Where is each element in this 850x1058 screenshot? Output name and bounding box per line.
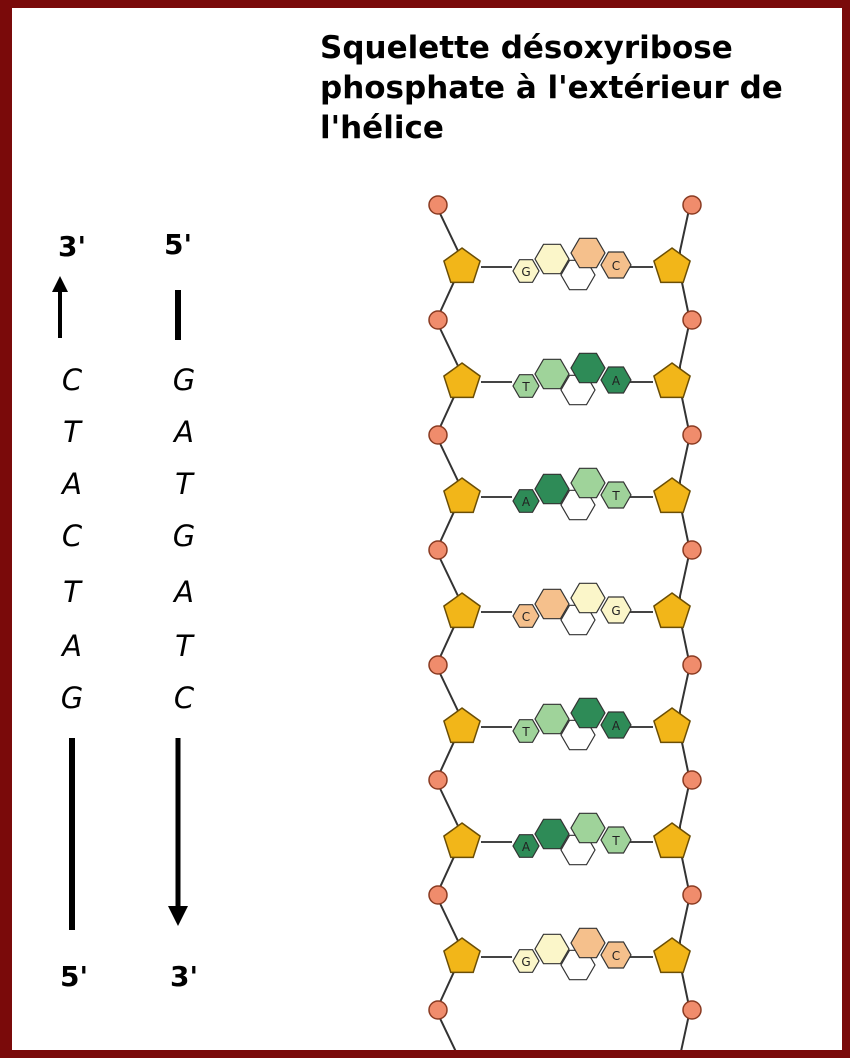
sugar-left bbox=[444, 478, 480, 512]
base-right-letter: C bbox=[612, 259, 620, 273]
sugar-right bbox=[654, 593, 690, 627]
base-right-letter: C bbox=[612, 949, 620, 963]
phosphate-right bbox=[683, 311, 701, 329]
phosphate-left bbox=[429, 196, 447, 214]
base-right-letter: G bbox=[611, 604, 620, 618]
base-left-letter: T bbox=[521, 725, 530, 739]
sugar-right bbox=[654, 823, 690, 857]
base-left-letter: T bbox=[521, 380, 530, 394]
phosphate-left bbox=[429, 656, 447, 674]
sugar-right bbox=[654, 478, 690, 512]
phosphate-right bbox=[683, 196, 701, 214]
phosphate-left bbox=[429, 311, 447, 329]
phosphate-right bbox=[683, 771, 701, 789]
base-left-letter: C bbox=[522, 610, 530, 624]
phosphate-right bbox=[683, 1001, 701, 1019]
sugar-right bbox=[654, 363, 690, 397]
sugar-left bbox=[444, 248, 480, 282]
phosphate-left bbox=[429, 771, 447, 789]
sugar-left bbox=[444, 363, 480, 397]
base-left-letter: A bbox=[522, 840, 531, 854]
base-left-letter: G bbox=[521, 265, 530, 279]
base-right-letter: T bbox=[611, 834, 620, 848]
phosphate-left bbox=[429, 886, 447, 904]
base-right-letter: A bbox=[612, 374, 621, 388]
phosphate-right bbox=[683, 541, 701, 559]
base-left-letter: A bbox=[522, 495, 531, 509]
phosphate-left bbox=[429, 541, 447, 559]
base-right-letter: A bbox=[612, 719, 621, 733]
phosphate-left bbox=[429, 426, 447, 444]
sugar-right bbox=[654, 708, 690, 742]
sugar-left bbox=[444, 593, 480, 627]
sugar-right bbox=[654, 248, 690, 282]
dna-ladder: G C T A A T C G T A A T G C bbox=[12, 8, 842, 1050]
diagram-frame: Squelette désoxyribose phosphate à l'ext… bbox=[12, 8, 842, 1050]
sugar-right bbox=[654, 938, 690, 972]
phosphate-right bbox=[683, 426, 701, 444]
base-right-letter: T bbox=[611, 489, 620, 503]
sugar-left bbox=[444, 708, 480, 742]
base-left-letter: G bbox=[521, 955, 530, 969]
phosphate-left bbox=[429, 1001, 447, 1019]
sugar-left bbox=[444, 823, 480, 857]
phosphate-right bbox=[683, 656, 701, 674]
sugar-left bbox=[444, 938, 480, 972]
phosphate-right bbox=[683, 886, 701, 904]
